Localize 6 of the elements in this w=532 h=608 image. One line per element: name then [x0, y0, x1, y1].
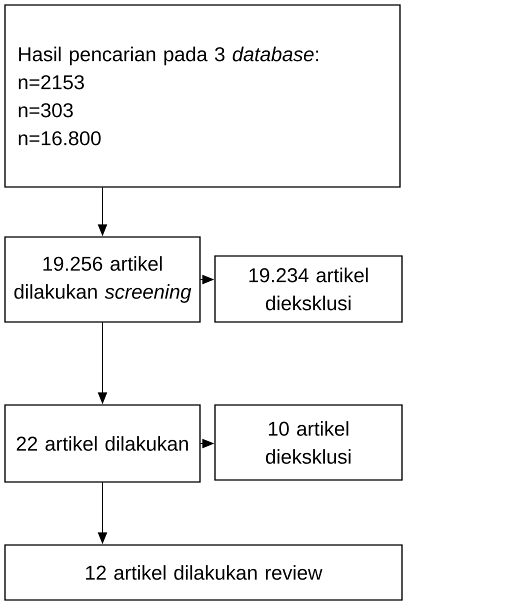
process-box: 12 artikel dilakukan review [4, 544, 403, 601]
process-box: 10 artikel dieksklusi [214, 404, 403, 481]
process-box: Hasil pencarian pada 3 database: n=2153 n=303 n=16.800 [4, 4, 401, 188]
process-box: 19.234 artikel dieksklusi [214, 255, 403, 323]
process-box: 22 artikel dilakukan [4, 404, 201, 483]
process-box: 19.256 artikel dilakukan screening [4, 236, 201, 323]
